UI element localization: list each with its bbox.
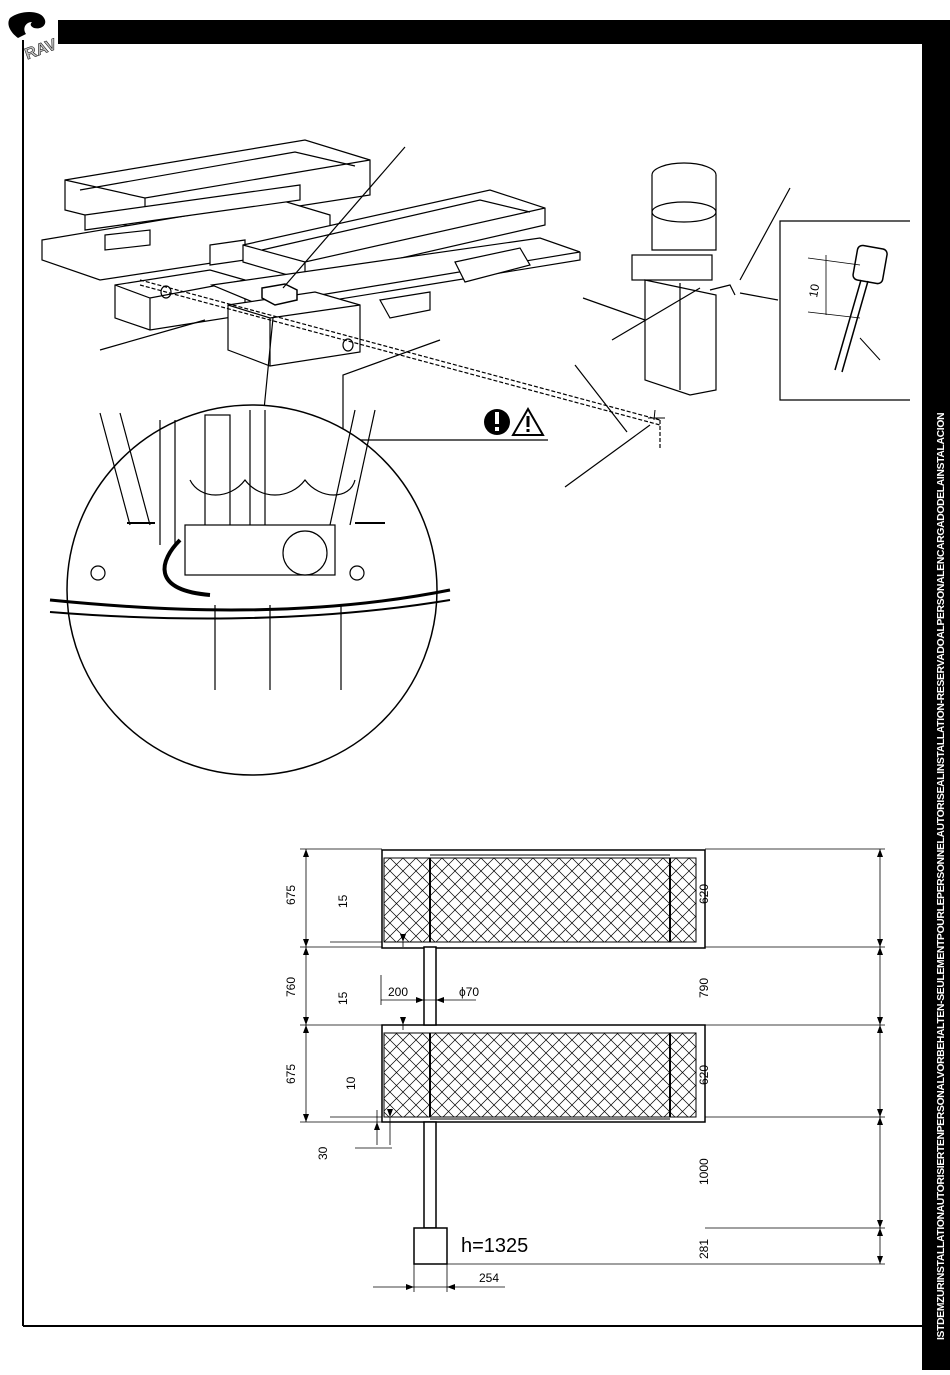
warning-triangle-icon: [513, 409, 543, 435]
dim-200: 200: [388, 985, 408, 999]
hydraulic-power-unit-drawing: [583, 163, 790, 395]
dipstick-detail: 10: [780, 221, 910, 400]
dim-790: 790: [697, 978, 711, 998]
height-label: h=1325: [461, 1235, 528, 1257]
valve-detail-circle: [50, 405, 450, 775]
dim-760: 760: [284, 977, 298, 997]
header-bar: [58, 20, 950, 44]
dim-phi70: ϕ70: [459, 985, 479, 999]
dim-620-top: 620: [697, 884, 711, 904]
sidebar-text: ISTDEMZURINSTALLATIONAUTORISIERTENPERSON…: [936, 413, 947, 1340]
plan-view-drawing: 675 15 760 15 675 10 30 200 ϕ70 620 790 …: [284, 849, 885, 1292]
dim-1000: 1000: [697, 1158, 711, 1185]
dim-281: 281: [697, 1239, 711, 1259]
dim-15-top: 15: [336, 894, 350, 908]
logo-text: RAV: [23, 36, 60, 63]
dim-10: 10: [344, 1076, 358, 1090]
rav-logo-icon: RAV: [8, 12, 59, 63]
dim-620-bottom: 620: [697, 1065, 711, 1085]
dim-675-top: 675: [284, 885, 298, 905]
dim-675-bottom: 675: [284, 1064, 298, 1084]
dim-15-mid: 15: [336, 991, 350, 1005]
dim-30: 30: [316, 1146, 330, 1160]
dim-254: 254: [479, 1271, 499, 1285]
exclamation-circle-icon: [484, 409, 510, 435]
gauge-dimension: 10: [806, 283, 822, 299]
